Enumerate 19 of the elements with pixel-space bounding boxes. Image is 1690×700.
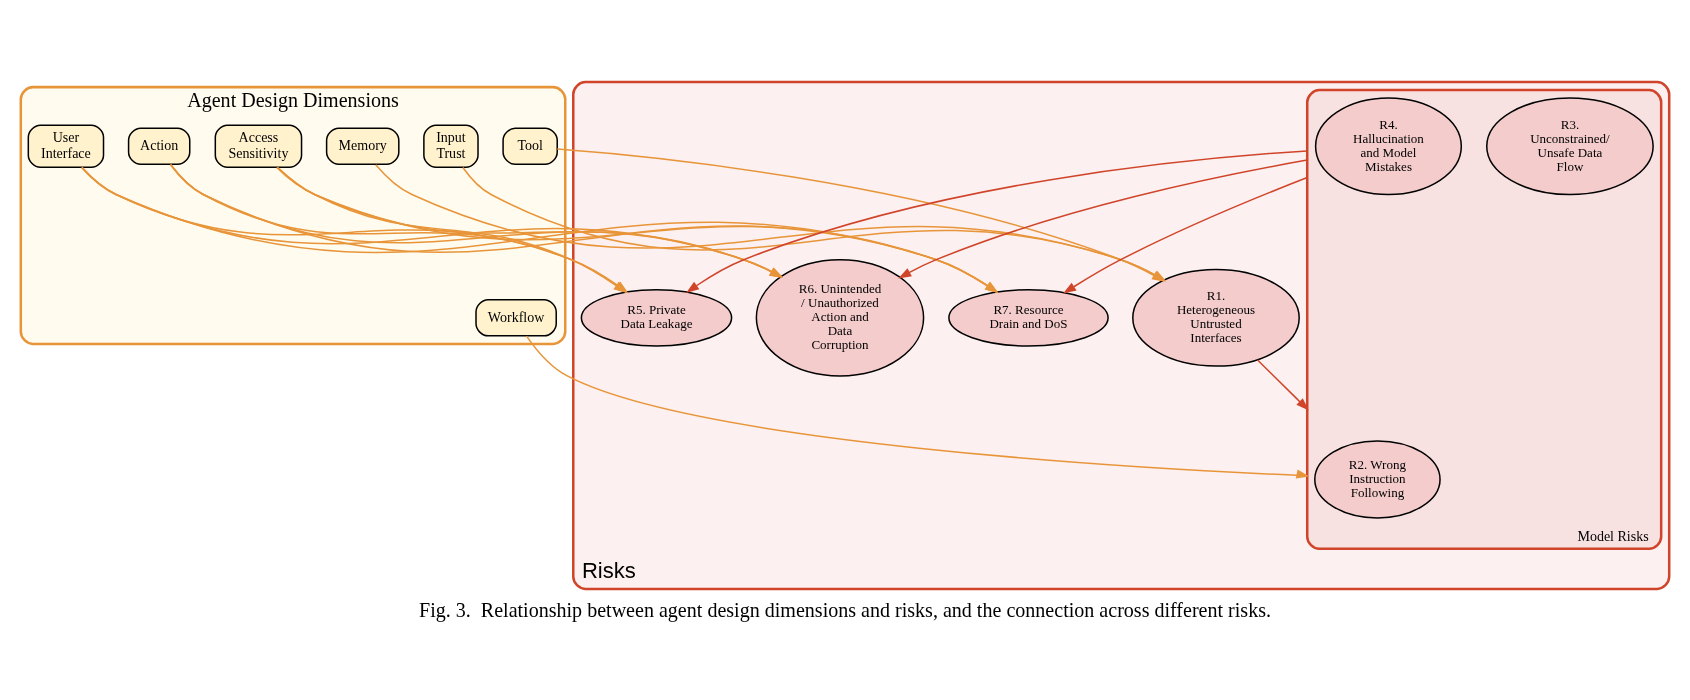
node-ellipse: R4. Hallucination and Model Mistakes xyxy=(1314,96,1463,195)
node-box: Workflow xyxy=(475,298,557,337)
node-box: Input Trust xyxy=(423,124,479,168)
arrow xyxy=(1256,358,1309,411)
node-box: Memory xyxy=(325,127,400,165)
node-ellipse: R3. Unconstrained/ Unsafe Data Flow xyxy=(1486,96,1654,195)
node-ellipse: R5. Private Data Leakage xyxy=(580,288,733,347)
node-ellipse: R7. Resource Drain and DoS xyxy=(948,288,1109,347)
arrow xyxy=(525,334,1310,478)
arrow xyxy=(898,158,1308,279)
node-box: Access Sensitivity xyxy=(214,124,303,168)
arrow xyxy=(556,147,1165,282)
node-box: Tool xyxy=(502,127,558,165)
node-box: Action xyxy=(127,127,191,165)
arrow xyxy=(1063,176,1308,294)
node-ellipse: R6. Unintended / Unauthorized Action and Data Corruption xyxy=(755,258,925,377)
caption: Fig. 3. Relationship between agent design dimensions and risks, and the connection across different risks. xyxy=(418,598,1272,621)
node-ellipse: R2. Wrong Instruction Following xyxy=(1314,439,1441,519)
node-box: User Interface xyxy=(27,124,105,168)
